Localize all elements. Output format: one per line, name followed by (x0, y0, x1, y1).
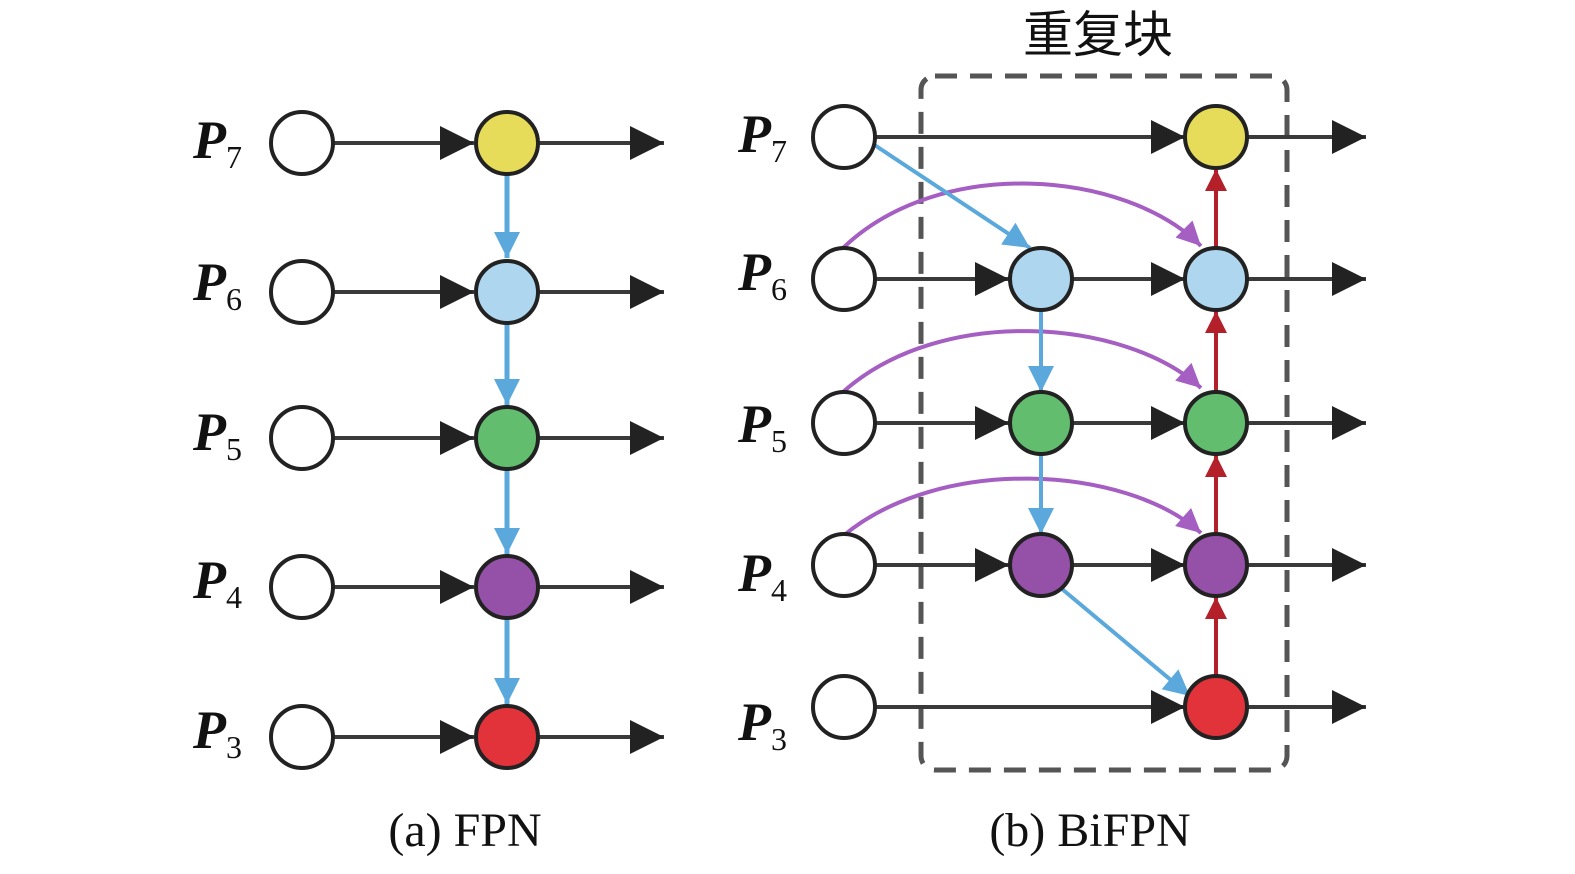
bifpn-label-p3: P3 (737, 692, 787, 757)
bifpn-input-node-p5 (811, 390, 877, 456)
fpn-feature-nodes (474, 110, 540, 770)
bifpn-label-p7: P7 (737, 104, 787, 169)
bifpn-caption: (b) BiFPN (989, 804, 1190, 857)
fpn-panel: P7 P6 P5 P4 P3 (192, 110, 664, 857)
bifpn-input-node-p3 (811, 674, 877, 740)
bifpn-lateral-edges (876, 120, 1366, 724)
bifpn-out-node-p5 (1183, 390, 1249, 456)
bifpn-label-p6: P6 (737, 242, 787, 307)
fpn-level-labels: P7 P6 P5 P4 P3 (192, 110, 242, 765)
fpn-input-node-p6 (269, 259, 335, 325)
bifpn-input-node-p6 (811, 246, 877, 312)
bifpn-output-nodes (1183, 104, 1249, 740)
fpn-input-node-p3 (269, 704, 335, 770)
bifpn-out-node-p6 (1183, 246, 1249, 312)
bifpn-mid-node-p6 (1008, 246, 1074, 312)
bifpn-input-node-p7 (811, 104, 877, 170)
fpn-node-p4 (474, 554, 540, 620)
bifpn-mid-node-p4 (1008, 532, 1074, 598)
bifpn-panel: 重复块 P7 P6 P5 P4 P3 (737, 6, 1366, 857)
fpn-label-p5: P5 (192, 402, 242, 467)
bifpn-label-p4: P4 (737, 543, 787, 608)
fpn-label-p4: P4 (192, 550, 242, 615)
bifpn-skip-edge-p6 (841, 181, 1203, 250)
fpn-node-p6 (474, 259, 540, 325)
fpn-lateral-edges (333, 126, 664, 754)
bifpn-skip-edge-p4 (841, 476, 1203, 538)
bifpn-input-nodes (811, 104, 877, 740)
fpn-label-p6: P6 (192, 252, 242, 317)
bifpn-edge-p4-p3 (1060, 587, 1192, 698)
repeated-block-title: 重复块 (1023, 6, 1173, 64)
fpn-label-p3: P3 (192, 700, 242, 765)
fpn-input-node-p7 (269, 110, 335, 176)
bifpn-out-node-p4 (1183, 532, 1249, 598)
fpn-input-nodes (269, 110, 335, 770)
bifpn-out-node-p3 (1183, 674, 1249, 740)
bifpn-top-down-edges (868, 140, 1192, 698)
fpn-input-node-p4 (269, 554, 335, 620)
fpn-node-p7 (474, 110, 540, 176)
fpn-caption: (a) FPN (388, 804, 541, 857)
bifpn-mid-node-p5 (1008, 390, 1074, 456)
bifpn-label-p5: P5 (737, 394, 787, 459)
bifpn-input-node-p4 (811, 532, 877, 598)
fpn-node-p3 (474, 704, 540, 770)
bifpn-edge-p7-p6 (868, 140, 1032, 250)
bifpn-level-labels: P7 P6 P5 P4 P3 (737, 104, 787, 757)
bifpn-intermediate-nodes (1008, 246, 1074, 598)
fpn-label-p7: P7 (192, 110, 242, 175)
bifpn-skip-edge-p5 (841, 329, 1203, 394)
bifpn-skip-edges (841, 181, 1203, 538)
fpn-node-p5 (474, 405, 540, 471)
fpn-input-node-p5 (269, 405, 335, 471)
bifpn-out-node-p7 (1183, 104, 1249, 170)
